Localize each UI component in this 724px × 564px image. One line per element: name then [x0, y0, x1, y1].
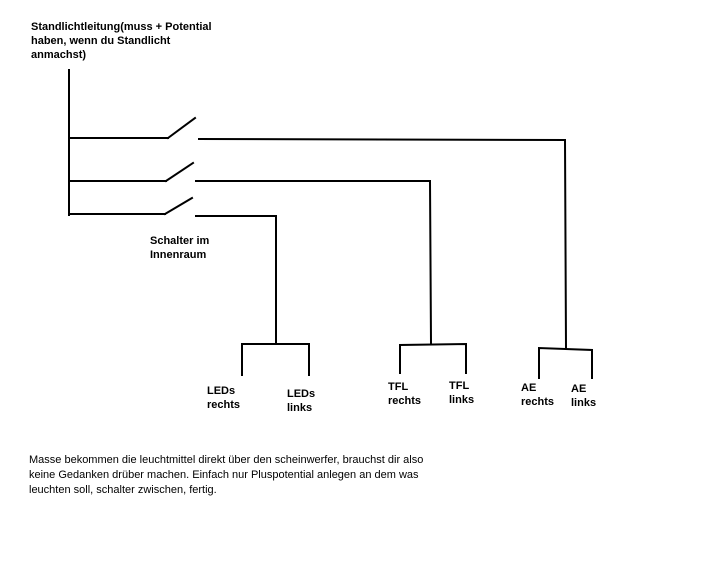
split-leds — [241, 343, 310, 376]
branch-wire-ae-out — [197, 137, 568, 350]
label-tfl-right: TFL rechts — [388, 381, 422, 407]
label-tfl-left: TFL links — [449, 380, 475, 406]
branch-wire-tfl-out — [195, 180, 433, 345]
label-leds-right: LEDs rechts — [207, 385, 241, 411]
supply-label: Standlichtleitung(muss + Potential haben… — [31, 21, 212, 61]
switch-tfl[interactable] — [164, 161, 195, 183]
switch-ae[interactable] — [166, 116, 197, 140]
switch-leds[interactable] — [163, 196, 194, 216]
split-ae — [538, 346, 593, 379]
ground-note: Masse bekommen die leuchtmittel direkt ü… — [29, 454, 424, 496]
switch-label: Schalter im Innenraum — [150, 235, 210, 261]
label-ae-left: AE links — [571, 383, 597, 409]
label-ae-right: AE rechts — [521, 382, 555, 408]
branch-wire-leds-out — [195, 215, 277, 344]
label-leds-left: LEDs links — [287, 388, 316, 414]
split-tfl — [399, 342, 467, 374]
